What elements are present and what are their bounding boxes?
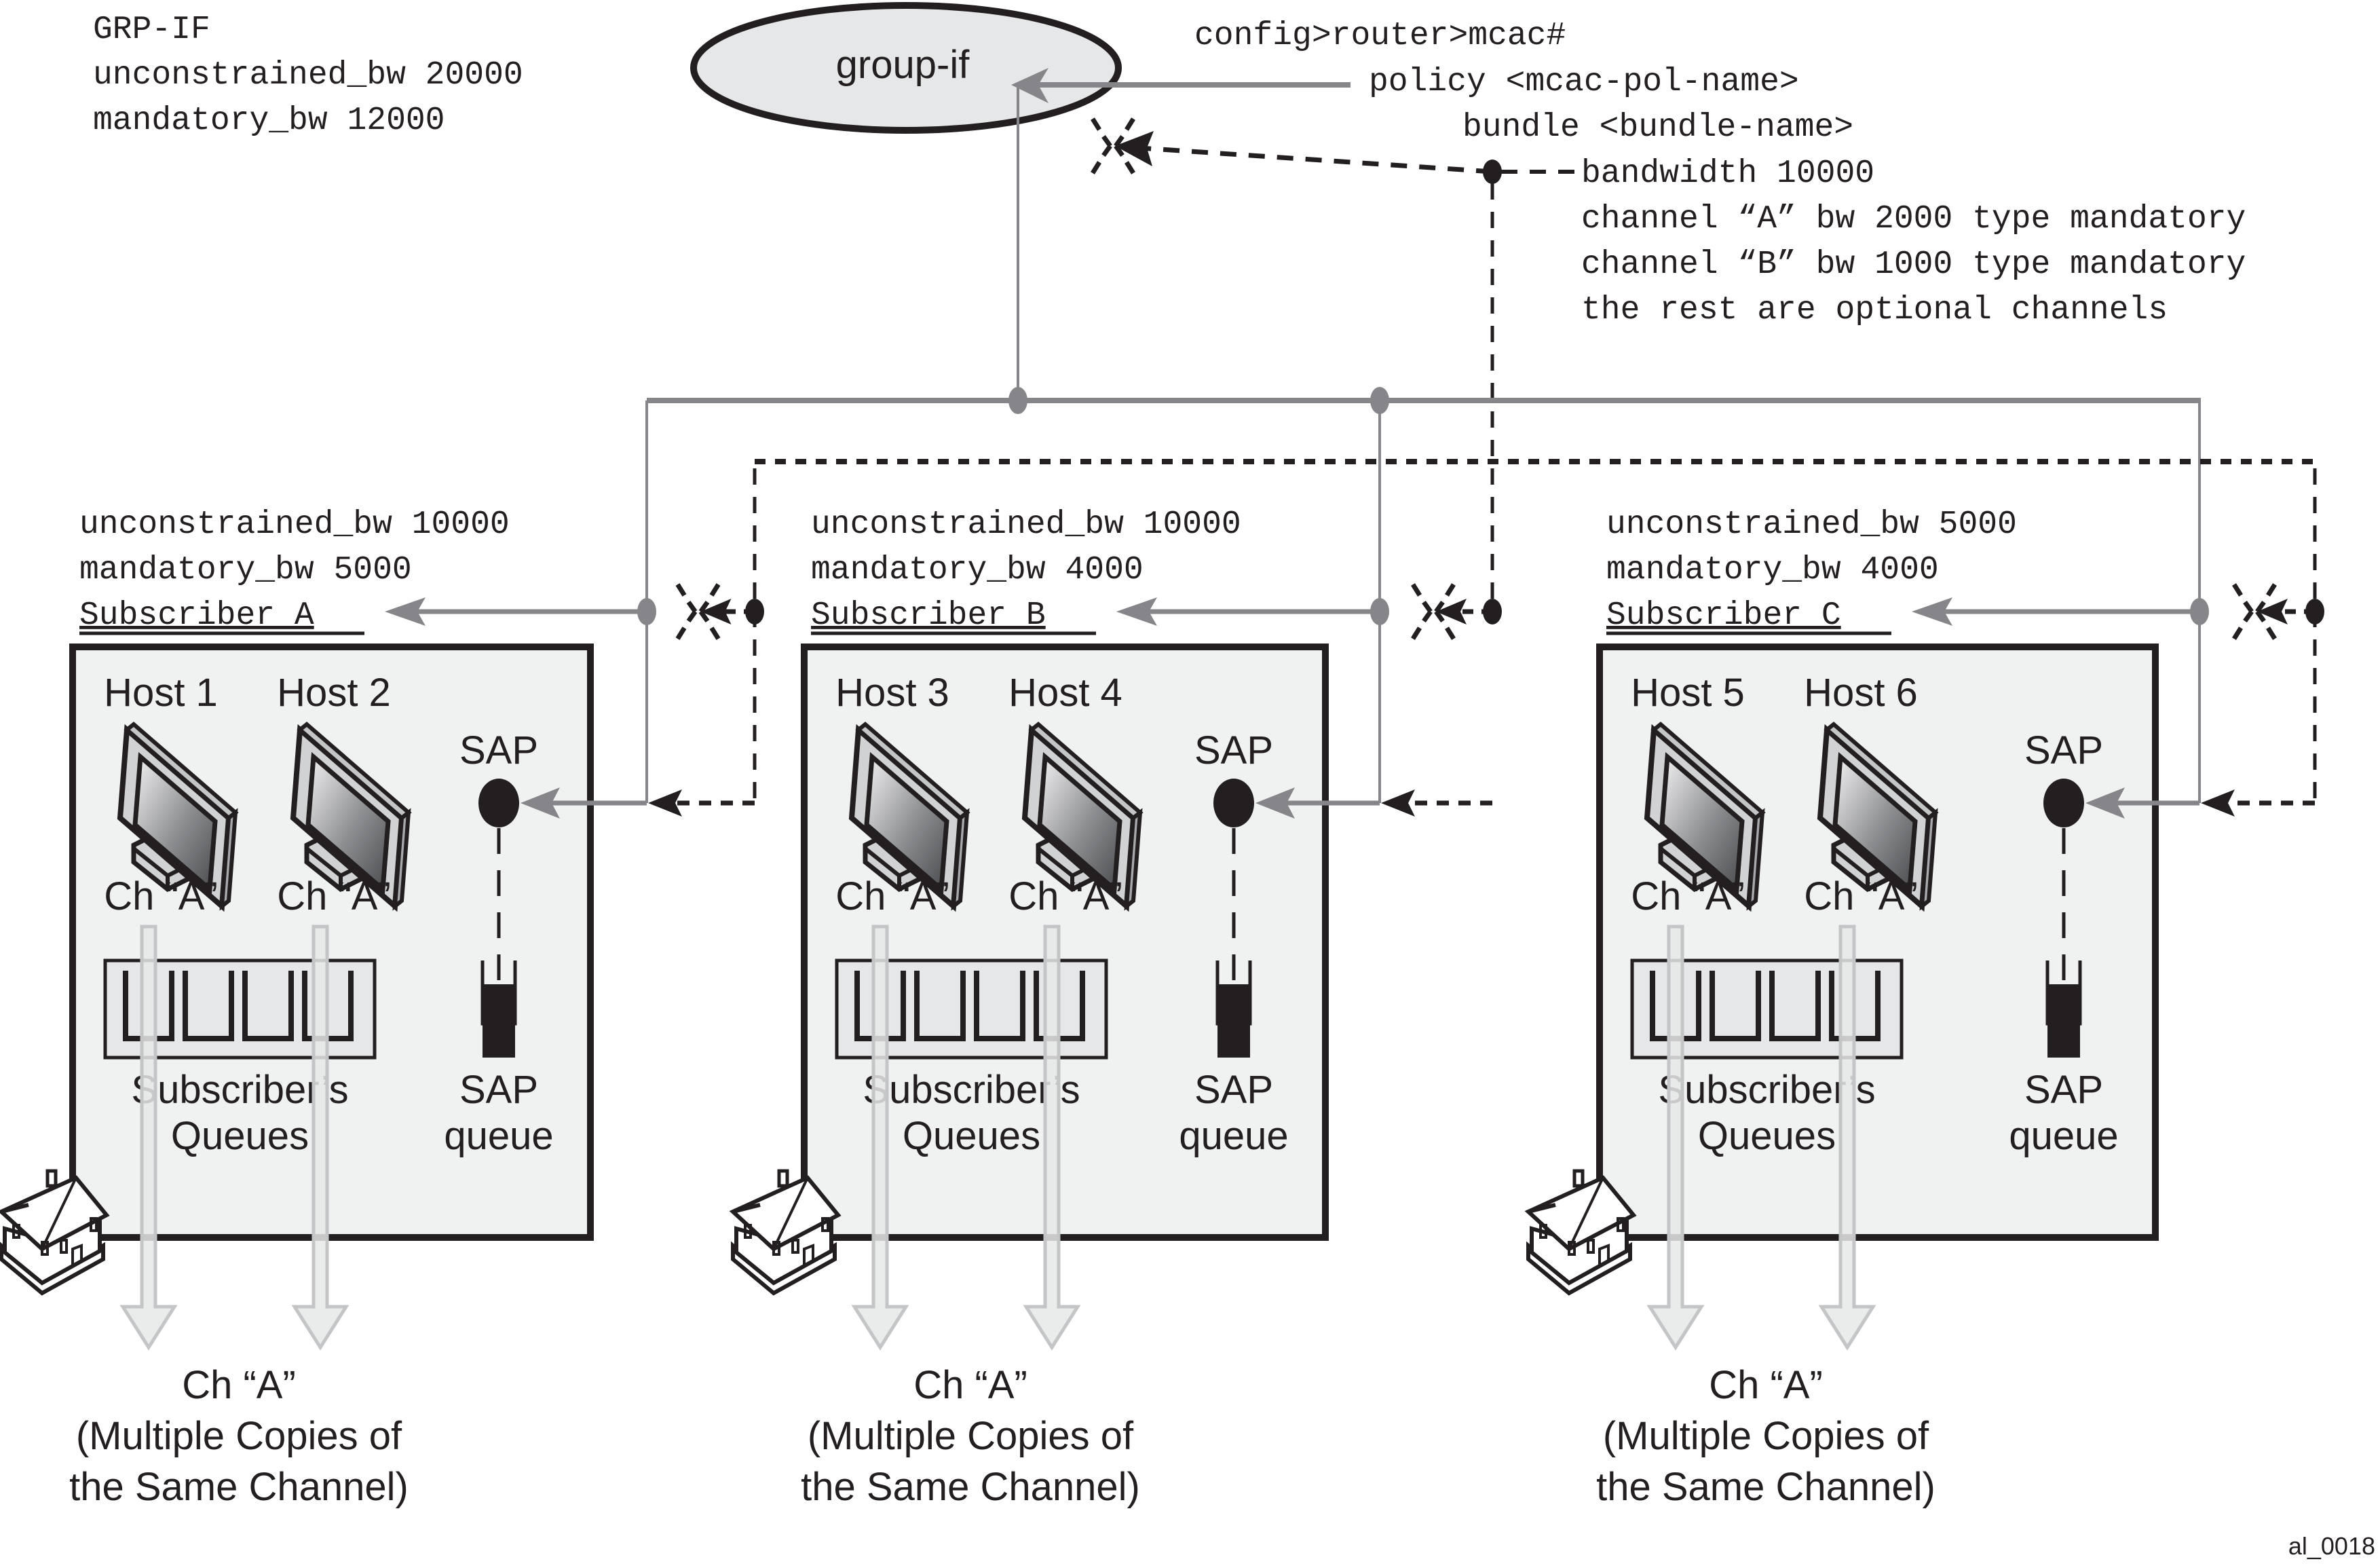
output-label: (Multiple Copies of (808, 1414, 1134, 1458)
dashed-trunk (753, 459, 2317, 803)
output-label: Ch “A” (913, 1363, 1027, 1407)
channel-copy-arrow (1023, 925, 1081, 1351)
cli-line: bandwidth 10000 (1581, 155, 1874, 192)
host-channel: Ch “A” (277, 874, 391, 918)
output-label: the Same Channel) (1596, 1465, 1935, 1509)
bundle-dot (1483, 160, 1502, 184)
mandatory-bw: mandatory_bw 4000 (811, 552, 1144, 589)
arrowhead (385, 597, 426, 626)
channel-copy-arrow (291, 925, 350, 1351)
host-label: Host 4 (1008, 671, 1122, 715)
queue-slot (183, 971, 234, 1041)
bundle-link (1093, 119, 1574, 612)
subscriber-name: Subscriber A (79, 597, 314, 634)
host-label: Host 2 (277, 671, 391, 715)
cli-line: the rest are optional channels (1581, 292, 2168, 329)
cli-config: config>router>mcac# policy <mcac-pol-nam… (1194, 18, 2246, 329)
subscriber-panel: unconstrained_bw 10000 mandatory_bw 5000S… (1, 506, 764, 1509)
unconstrained-bw: unconstrained_bw 5000 (1606, 506, 2017, 543)
queue-slot (1769, 971, 1821, 1041)
sap-queue-label: queue (1179, 1114, 1288, 1158)
queues-label: Queues (903, 1114, 1040, 1158)
output-label: (Multiple Copies of (1603, 1414, 1929, 1458)
group-if-label: group-if (836, 43, 970, 87)
subscriber-box (1596, 644, 2159, 1241)
subscriber-panel: unconstrained_bw 10000 mandatory_bw 4000S… (733, 506, 1502, 1509)
figure-id: al_0018 (2288, 1532, 2375, 1560)
host-channel: Ch “A” (1008, 874, 1122, 918)
sap-queue-label: queue (444, 1114, 553, 1158)
grp-if-unconstrained-bw: unconstrained_bw 20000 (93, 57, 523, 94)
channel-copy-arrow (119, 925, 178, 1351)
cli-line: bundle <bundle-name> (1462, 109, 1853, 146)
output-label: Ch “A” (182, 1363, 296, 1407)
queues-label: Queues (171, 1114, 309, 1158)
cli-line: channel “B” bw 1000 type mandatory (1581, 246, 2246, 283)
junction-dot (745, 599, 764, 624)
queue-slot (1710, 971, 1761, 1041)
sap-queue-label: SAP (1194, 1068, 1273, 1112)
output-label: (Multiple Copies of (76, 1414, 402, 1458)
unconstrained-bw: unconstrained_bw 10000 (811, 506, 1241, 543)
channel-copy-arrow (1646, 925, 1705, 1351)
host-label: Host 1 (104, 671, 218, 715)
queue-slot (974, 971, 1025, 1041)
channel-copy-arrow (1818, 925, 1876, 1351)
policy-link (1011, 68, 1350, 400)
sap-queue-fill (2047, 984, 2080, 1058)
cli-line: config>router>mcac# (1194, 18, 1566, 54)
output-label: the Same Channel) (69, 1465, 409, 1509)
output-label: Ch “A” (1709, 1363, 1823, 1407)
sap-queue-label: SAP (459, 1068, 538, 1112)
queue-slot (242, 971, 294, 1041)
sap-queue-label: SAP (2024, 1068, 2103, 1112)
sap-label: SAP (2024, 728, 2103, 772)
subscriber-name: Subscriber B (811, 597, 1046, 634)
host-channel: Ch “A” (1804, 874, 1918, 918)
sap-queue-fill (483, 984, 515, 1058)
grp-if-title: GRP-IF (93, 12, 210, 48)
arrowhead (1912, 597, 1952, 626)
arrowhead (1116, 597, 1157, 626)
junction-dot (2305, 599, 2324, 624)
sap-label: SAP (459, 728, 538, 772)
grp-if-config: GRP-IF unconstrained_bw 20000 mandatory_… (93, 12, 523, 139)
cli-line: channel “A” bw 2000 type mandatory (1581, 201, 2246, 238)
group-if-ellipse (690, 2, 1122, 134)
subscriber-name: Subscriber C (1606, 597, 1841, 634)
subscriber-panel: unconstrained_bw 5000 mandatory_bw 4000Su… (1528, 506, 2324, 1509)
host-channel: Ch “A” (835, 874, 949, 918)
host-label: Host 3 (835, 671, 949, 715)
cli-line: policy <mcac-pol-name> (1369, 64, 1799, 100)
sap-label: SAP (1194, 728, 1273, 772)
channel-copy-arrow (851, 925, 909, 1351)
unconstrained-bw: unconstrained_bw 10000 (79, 506, 510, 543)
sap-dot (478, 779, 519, 827)
sap-dot (1213, 779, 1254, 827)
output-label: the Same Channel) (801, 1465, 1140, 1509)
sap-queue-fill (1217, 984, 1250, 1058)
sap-queue-label: queue (2009, 1114, 2118, 1158)
queues-label: Queues (1698, 1114, 1836, 1158)
arrowhead (1011, 68, 1049, 103)
mandatory-bw: mandatory_bw 4000 (1606, 552, 1939, 589)
sap-dot (2043, 779, 2084, 827)
host-channel: Ch “A” (104, 874, 218, 918)
host-label: Host 5 (1631, 671, 1745, 715)
host-label: Host 6 (1804, 671, 1918, 715)
junction-dot (1483, 599, 1502, 624)
group-if-node: group-if (690, 2, 1122, 134)
queue-slot (914, 971, 966, 1041)
grp-if-mandatory-bw: mandatory_bw 12000 (93, 102, 445, 139)
mandatory-bw: mandatory_bw 5000 (79, 552, 412, 589)
host-channel: Ch “A” (1631, 874, 1745, 918)
